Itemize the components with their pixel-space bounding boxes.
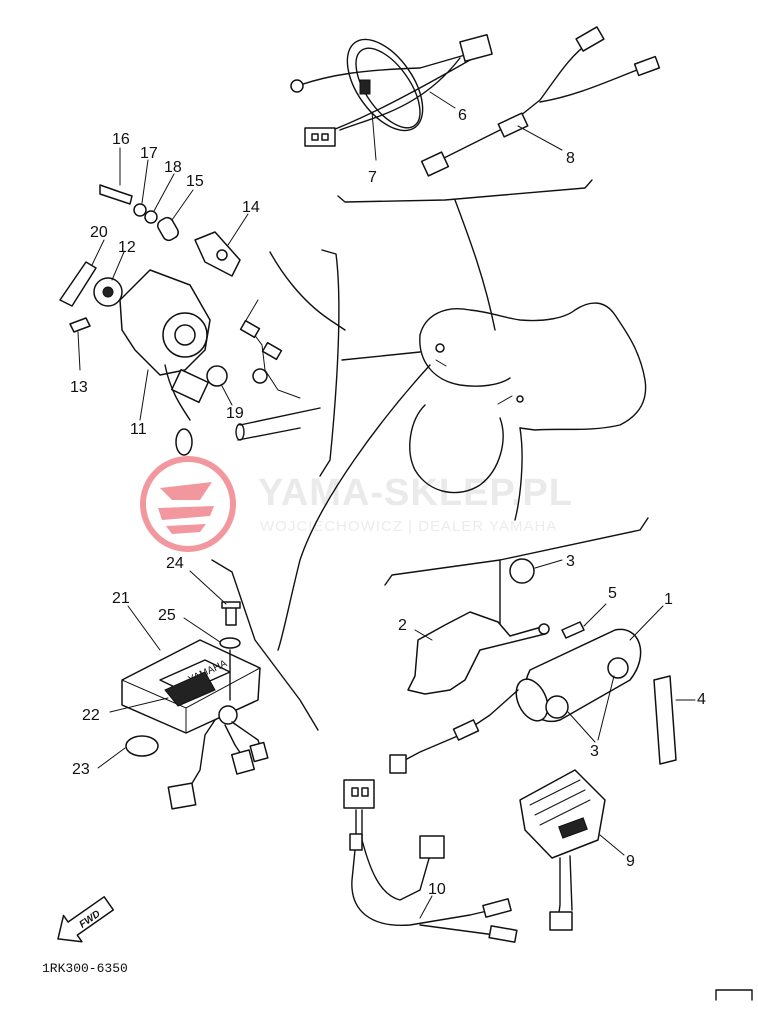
- cable-loop-inner: [355, 47, 421, 129]
- fork-sketch: [235, 249, 421, 477]
- harness-clamp-a: [239, 319, 261, 339]
- harness-10-bullet-b: [488, 925, 518, 943]
- callout-12: 12: [118, 239, 136, 256]
- callout-14: 14: [242, 199, 260, 216]
- screw-5: [561, 621, 585, 639]
- group-bracket-left: [319, 249, 340, 477]
- battery-lead-connector: [389, 754, 407, 774]
- group-bracket-top: [337, 179, 593, 203]
- fuse-holder: [452, 719, 480, 741]
- watermark-logo-icon: [140, 456, 236, 552]
- callout-24: 24: [166, 555, 184, 572]
- grommet: [252, 368, 268, 384]
- ecu-grommet: [218, 705, 238, 725]
- cap-19: [206, 365, 228, 387]
- connector-left: [304, 127, 336, 147]
- corner-frame-mark: [715, 989, 753, 1001]
- watermark-subtitle: WOJCIECHOWICZ | DEALER YAMAHA: [260, 518, 557, 535]
- lead-harness-group: 10: [343, 779, 518, 943]
- callout-2: 2: [398, 617, 407, 634]
- ecu-group: YAMAHA 21 24 25 22 23: [72, 555, 319, 810]
- cap-20: [59, 261, 97, 307]
- collar-15: [157, 216, 179, 242]
- callout-22: 22: [82, 707, 100, 724]
- callout-8: 8: [566, 150, 575, 167]
- callout-19: 19: [226, 405, 244, 422]
- group-bracket-ecu: [211, 559, 319, 731]
- watermark: YAMA-SKLEP.PL WOJCIECHOWICZ | DEALER YAM…: [140, 456, 573, 552]
- harness-sleeve: [497, 112, 529, 138]
- switch-plug: [175, 428, 193, 456]
- fwd-arrow-icon: FWD: [57, 896, 115, 943]
- callout-6: 6: [458, 107, 467, 124]
- harness-group: 6 7 8: [290, 26, 661, 331]
- cable-clip: [359, 79, 371, 95]
- callout-4: 4: [697, 691, 706, 708]
- washer-17: [133, 203, 147, 217]
- bolt: [99, 184, 133, 205]
- battery-band: [653, 675, 677, 765]
- callout-21: 21: [112, 590, 130, 607]
- callout-18: 18: [164, 159, 182, 176]
- connector-top: [459, 33, 493, 63]
- cable-loop: [346, 38, 424, 132]
- ignition-switch-group: 16 17 18 15 14 20 12 13 11 19: [59, 131, 260, 456]
- switch-mount-point: [435, 343, 445, 353]
- callout-16: 16: [112, 131, 130, 148]
- regulator-plug: [549, 911, 573, 931]
- harness-10-bullet-a: [482, 898, 512, 918]
- callout-9: 9: [626, 853, 635, 870]
- harness-10-connector: [343, 779, 375, 809]
- harness-10-plug: [419, 835, 445, 859]
- washer-18: [144, 210, 158, 224]
- regulator-group: 9: [519, 769, 635, 931]
- callout-3-bottom: 3: [590, 743, 599, 760]
- callout-3-top: 3: [566, 553, 575, 570]
- drawing-code: 1RK300-6350: [42, 961, 128, 976]
- motorcycle-silhouette: [277, 302, 647, 651]
- watermark-title: YAMA-SKLEP.PL: [258, 472, 573, 514]
- callout-20: 20: [90, 224, 108, 241]
- battery-group: 3 2 5 1 3 4: [384, 517, 706, 774]
- cover-plug-top: [509, 558, 535, 584]
- ring-terminal: [290, 79, 304, 93]
- callout-10: 10: [428, 881, 446, 898]
- callout-15: 15: [186, 173, 204, 190]
- callout-1: 1: [664, 591, 673, 608]
- washer-25: [219, 637, 241, 649]
- cap-23: [125, 735, 159, 757]
- ecu-plug-b: [230, 749, 256, 775]
- harness-clamp-b: [261, 341, 283, 361]
- callout-25: 25: [158, 607, 176, 624]
- ecu-label-22: [164, 671, 216, 707]
- callout-23: 23: [72, 761, 90, 778]
- callout-17: 17: [140, 145, 158, 162]
- callout-7: 7: [368, 169, 377, 186]
- ecu-plug-a: [167, 782, 197, 810]
- callout-11: 11: [130, 421, 147, 438]
- bullet-connector-b: [633, 55, 661, 77]
- bullet-connector-a: [575, 26, 605, 52]
- switch-connector: [171, 368, 209, 404]
- callout-13: 13: [70, 379, 88, 396]
- callout-5: 5: [608, 585, 617, 602]
- bracket-2: [407, 611, 546, 695]
- screw-13: [69, 317, 91, 333]
- harness-plug: [420, 151, 450, 177]
